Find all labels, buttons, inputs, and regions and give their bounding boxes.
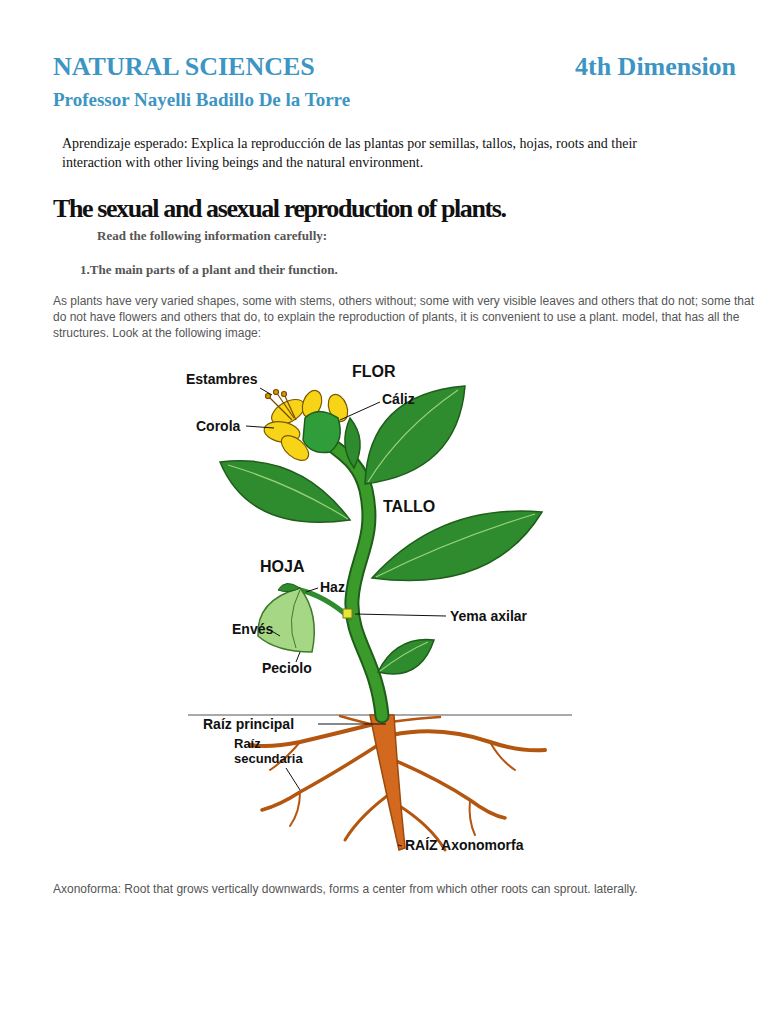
instruction: Read the following information carefully…	[97, 228, 327, 244]
part-label: HOJA	[260, 558, 304, 576]
calyx	[303, 412, 340, 453]
part-label: RAÍZ Axonomorfa	[405, 837, 523, 853]
leaves	[220, 386, 542, 674]
header-subject: NATURAL SCIENCES	[53, 52, 315, 82]
page-title: The sexual and asexual reproduction of p…	[53, 194, 506, 224]
part-label: Estambres	[186, 371, 258, 387]
footnote: Axonoforma: Root that grows vertically d…	[53, 881, 643, 897]
taproot	[370, 715, 405, 850]
leaf-midrib	[291, 590, 300, 648]
section-heading: 1.The main parts of a plant and their fu…	[80, 262, 338, 278]
header-grade: 4th Dimension	[575, 52, 736, 82]
learning-goal: Aprendizaje esperado: Explica la reprodu…	[62, 134, 682, 172]
part-label: Raíz principal	[203, 716, 294, 732]
root-system	[250, 716, 545, 850]
intro-paragraph: As plants have very varied shapes, some …	[53, 293, 758, 341]
part-label: Peciolo	[262, 660, 312, 676]
axillary-bud	[343, 609, 352, 618]
part-label: TALLO	[383, 498, 435, 516]
leaf-upper-side	[278, 583, 300, 591]
part-label: FLOR	[352, 363, 396, 381]
leader-lines	[246, 388, 446, 846]
part-label: Corola	[196, 418, 240, 434]
part-label: Cáliz	[382, 391, 415, 407]
part-label: Raíz secundaria	[234, 736, 314, 766]
leaf-veins	[228, 390, 535, 671]
part-label: Yema axilar	[450, 608, 527, 624]
leaf-underside	[258, 588, 314, 652]
part-label: Envés	[232, 621, 273, 637]
corolla	[263, 388, 352, 465]
teacher-name: Professor Nayelli Badillo De la Torre	[53, 89, 350, 111]
part-label: Haz	[320, 579, 345, 595]
